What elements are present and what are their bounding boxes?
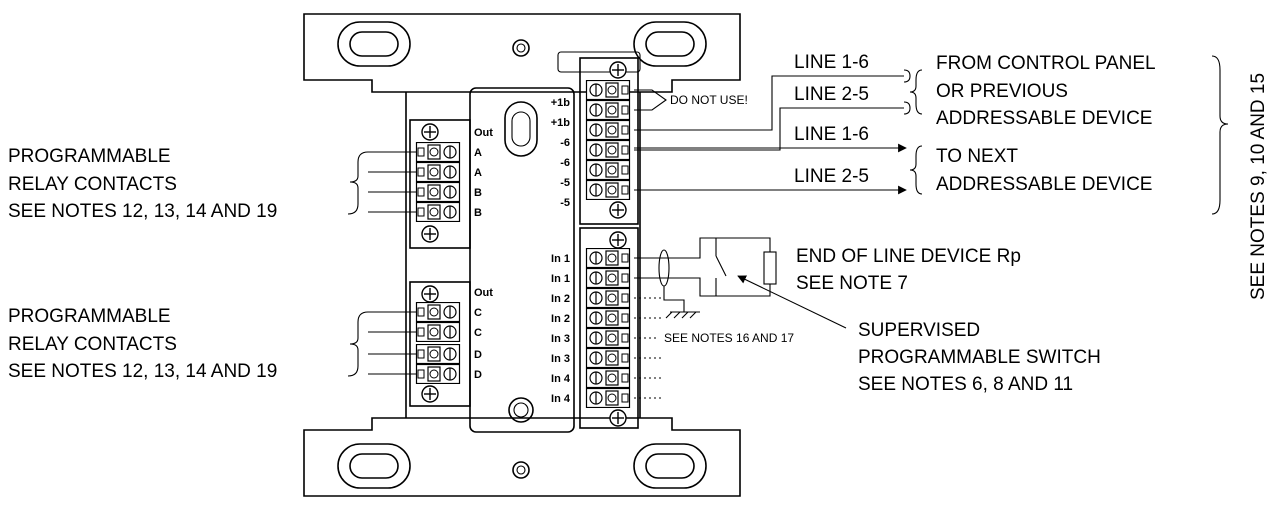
line-term-label: -6 bbox=[560, 157, 570, 169]
eol-label-line1: END OF LINE DEVICE Rp bbox=[796, 246, 1021, 267]
relay-label-bottom-line3: SEE NOTES 12, 13, 14 AND 19 bbox=[8, 361, 277, 382]
right-terminal-block-top bbox=[579, 57, 639, 225]
slc-output-wires bbox=[634, 143, 907, 195]
side-notes-brace bbox=[1211, 55, 1229, 215]
from-panel-line1: FROM CONTROL PANEL bbox=[936, 53, 1156, 74]
side-notes-label: SEE NOTES 9, 10 AND 15 bbox=[1248, 73, 1269, 300]
line-term-label: +1b bbox=[551, 97, 571, 109]
input-term-label: In 2 bbox=[551, 293, 570, 305]
mounting-plate bbox=[303, 13, 741, 497]
input-circuit bbox=[634, 237, 847, 399]
switch-label-line3: SEE NOTES 6, 8 AND 11 bbox=[858, 374, 1073, 395]
line-term-label: -5 bbox=[560, 177, 570, 189]
to-next-line1: TO NEXT bbox=[936, 146, 1018, 167]
from-panel-line2: OR PREVIOUS bbox=[936, 81, 1068, 102]
out-label-bottom: Out bbox=[474, 287, 493, 299]
relay-term-label: B bbox=[474, 207, 482, 219]
to-next-line2: ADDRESSABLE DEVICE bbox=[936, 174, 1152, 195]
relay-term-label: C bbox=[474, 327, 482, 339]
do-not-use-label: DO NOT USE! bbox=[670, 93, 748, 107]
relay-label-top-line1: PROGRAMMABLE bbox=[8, 146, 171, 167]
relay-term-label: A bbox=[474, 147, 482, 159]
left-terminal-block-bottom bbox=[409, 281, 471, 407]
module-body bbox=[469, 87, 575, 433]
line25-in-label: LINE 2-5 bbox=[794, 84, 869, 105]
from-panel-line3: ADDRESSABLE DEVICE bbox=[936, 108, 1152, 129]
switch-label-line2: PROGRAMMABLE SWITCH bbox=[858, 347, 1101, 368]
input-term-label: In 3 bbox=[551, 353, 570, 365]
relay-label-top-line2: RELAY CONTACTS bbox=[8, 174, 177, 195]
line-term-label: -6 bbox=[560, 137, 570, 149]
eol-label-line2: SEE NOTE 7 bbox=[796, 273, 908, 294]
out-label-top: Out bbox=[474, 127, 493, 139]
relay-wires-top bbox=[347, 151, 416, 215]
input-term-label: In 3 bbox=[551, 333, 570, 345]
line-term-label: -5 bbox=[560, 197, 570, 209]
relay-term-label: D bbox=[474, 349, 482, 361]
right-terminal-block-bottom bbox=[579, 227, 639, 429]
input-term-label: In 4 bbox=[551, 393, 571, 405]
relay-term-label: C bbox=[474, 307, 482, 319]
relay-label-bottom-line1: PROGRAMMABLE bbox=[8, 306, 171, 327]
input-term-label: In 2 bbox=[551, 313, 570, 325]
relay-label-top-line3: SEE NOTES 12, 13, 14 AND 19 bbox=[8, 201, 277, 222]
relay-term-label: D bbox=[474, 369, 482, 381]
relay-term-label: A bbox=[474, 167, 482, 179]
line-term-label: +1b bbox=[551, 117, 571, 129]
relay-label-bottom-line2: RELAY CONTACTS bbox=[8, 334, 177, 355]
switch-label-line1: SUPERVISED bbox=[858, 320, 980, 341]
slc-input-wires bbox=[634, 69, 911, 151]
relay-term-label: B bbox=[474, 187, 482, 199]
do-not-use-callout: DO NOT USE! bbox=[634, 89, 748, 111]
notes-16-17-label: SEE NOTES 16 AND 17 bbox=[664, 331, 794, 345]
to-next-brace bbox=[909, 145, 923, 195]
relay-wires-bottom bbox=[347, 311, 416, 377]
from-panel-brace bbox=[909, 69, 923, 115]
line16-out-label: LINE 1-6 bbox=[794, 124, 869, 145]
line25-out-label: LINE 2-5 bbox=[794, 166, 869, 187]
input-term-label: In 1 bbox=[551, 273, 570, 285]
line16-in-label: LINE 1-6 bbox=[794, 52, 869, 73]
input-term-label: In 4 bbox=[551, 373, 571, 385]
input-term-label: In 1 bbox=[551, 253, 570, 265]
left-terminal-block-top bbox=[409, 119, 471, 249]
